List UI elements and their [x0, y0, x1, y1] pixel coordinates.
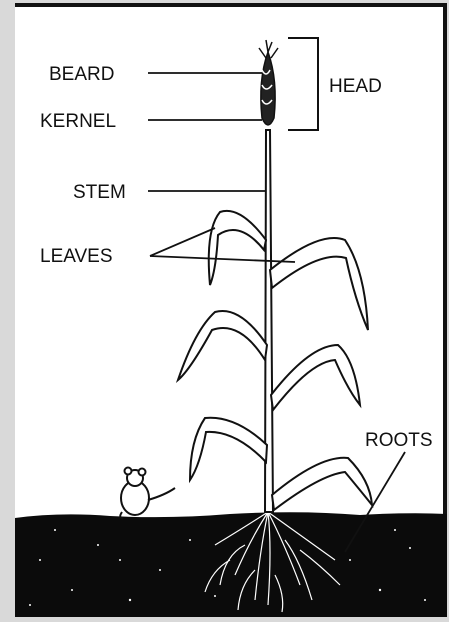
label-stem: STEM: [73, 182, 126, 203]
soil: [15, 512, 447, 617]
label-beard: BEARD: [49, 64, 114, 85]
wheat-head: [259, 40, 278, 125]
label-roots: ROOTS: [365, 430, 433, 451]
label-head: HEAD: [329, 76, 382, 97]
label-kernel: KERNEL: [40, 111, 116, 132]
label-leaves: LEAVES: [40, 246, 113, 267]
